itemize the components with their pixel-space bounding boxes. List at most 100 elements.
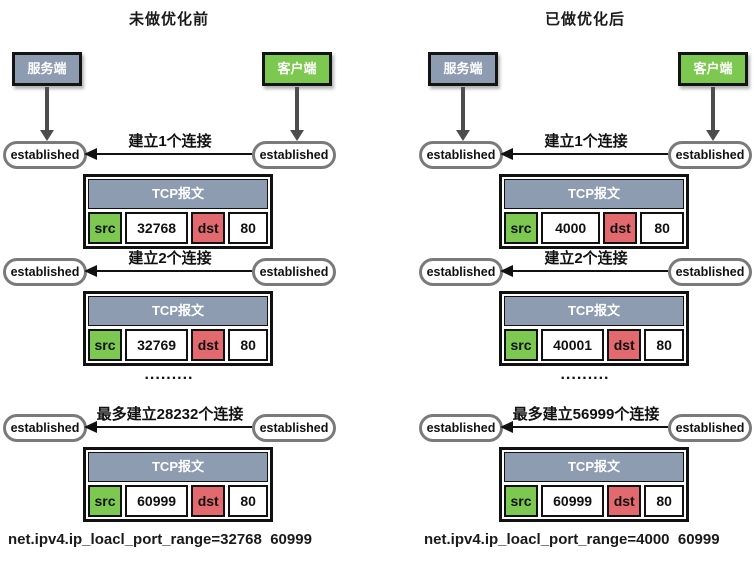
dst-port-cell: 80 [640,212,685,244]
tcp-table-row: src 60999 dst 80 [504,485,685,517]
tcp-packet-table: TCP报文 src 32769 dst 80 [83,291,273,366]
connection-row: 建立1个连接 established established TCP报文 src… [416,130,754,249]
connection-label: 建立2个连接 [128,250,212,267]
ellipsis-dots: ......... [560,366,610,383]
dst-label-cell: dst [191,329,226,361]
connection-row: 最多建立28232个连接 established established TCP… [0,403,338,522]
connection-row: 建立2个连接 established established TCP报文 src… [416,247,754,366]
src-port-cell: 40001 [541,329,605,361]
tcp-table-header: TCP报文 [88,296,268,326]
tcp-table-header: TCP报文 [88,179,268,209]
client-box: 客户端 [262,52,332,86]
tcp-table-row: src 40001 dst 80 [504,329,685,361]
established-oval: established [668,414,752,442]
client-box: 客户端 [678,52,748,86]
established-oval: established [252,141,336,169]
src-port-cell: 60999 [125,485,189,517]
client-label: 客户端 [277,61,317,76]
arrow-head-icon [290,130,304,141]
src-label-cell: src [504,485,538,517]
connection-arrow [94,270,252,272]
panel-before-optimization: 未做优化前 服务端 客户端 建立1个连接 established establi… [0,0,338,561]
sysctl-command-text: net.ipv4.ip_loacl_port_range=32768 60999 [8,531,312,548]
arrow-head-icon [84,265,97,277]
dst-port-cell: 80 [228,485,269,517]
dst-port-cell: 80 [228,212,269,244]
tcp-table-row: src 4000 dst 80 [504,212,685,244]
sysctl-command-text: net.ipv4.ip_loacl_port_range=4000 60999 [424,531,720,548]
arrow-head-icon [84,421,97,433]
arrow-head-icon [40,130,54,141]
server-box: 服务端 [428,52,498,86]
src-port-cell: 60999 [541,485,605,517]
established-oval: established [252,258,336,286]
connection-label: 建立1个连接 [128,133,212,150]
established-oval: established [668,141,752,169]
arrow-stem [45,87,49,130]
dst-label-cell: dst [607,485,642,517]
arrow-stem [711,87,715,130]
server-down-arrow [456,87,470,141]
tcp-table-row: src 32769 dst 80 [88,329,269,361]
arrow-head-icon [456,130,470,141]
established-oval: established [419,141,503,169]
server-down-arrow [40,87,54,141]
ellipsis-dots: ......... [144,366,194,383]
connection-arrow [94,153,252,155]
server-label: 服务端 [27,61,67,76]
tcp-table-header: TCP报文 [88,452,268,482]
server-box: 服务端 [12,52,82,86]
arrow-stem [295,87,299,130]
tcp-table-header: TCP报文 [504,296,684,326]
connection-row: 最多建立56999个连接 established established TCP… [416,403,754,522]
arrow-stem [461,87,465,130]
established-oval: established [419,414,503,442]
panel-after-optimization: 已做优化后 服务端 客户端 建立1个连接 established establi… [416,0,754,561]
server-label: 服务端 [443,61,483,76]
tcp-table-header: TCP报文 [504,179,684,209]
dst-label-cell: dst [607,329,642,361]
src-port-cell: 4000 [541,212,601,244]
arrow-head-icon [84,148,97,160]
src-port-cell: 32768 [125,212,189,244]
dst-port-cell: 80 [644,485,685,517]
established-oval: established [3,141,87,169]
connection-arrow [510,426,668,428]
established-oval: established [252,414,336,442]
tcp-table-row: src 32768 dst 80 [88,212,269,244]
panel-title: 未做优化前 [128,11,209,28]
connection-arrow [510,153,668,155]
panel-title: 已做优化后 [544,11,625,28]
dst-label-cell: dst [191,485,226,517]
tcp-table-row: src 60999 dst 80 [88,485,269,517]
connection-row: 建立1个连接 established established TCP报文 src… [0,130,338,249]
src-label-cell: src [504,212,538,244]
dst-label-cell: dst [191,212,226,244]
tcp-packet-table: TCP报文 src 60999 dst 80 [499,447,689,522]
tcp-packet-table: TCP报文 src 4000 dst 80 [499,174,689,249]
dst-port-cell: 80 [644,329,685,361]
arrow-head-icon [500,421,513,433]
arrow-head-icon [500,148,513,160]
tcp-table-header: TCP报文 [504,452,684,482]
connection-row: 建立2个连接 established established TCP报文 src… [0,247,338,366]
established-oval: established [668,258,752,286]
client-down-arrow [706,87,720,141]
tcp-packet-table: TCP报文 src 40001 dst 80 [499,291,689,366]
src-label-cell: src [88,212,122,244]
established-oval: established [3,258,87,286]
tcp-packet-table: TCP报文 src 60999 dst 80 [83,447,273,522]
connection-label: 最多建立28232个连接 [96,406,244,423]
connection-arrow [94,426,252,428]
established-oval: established [419,258,503,286]
connection-arrow [510,270,668,272]
connection-label: 建立2个连接 [544,250,628,267]
src-port-cell: 32769 [125,329,189,361]
arrow-head-icon [500,265,513,277]
tcp-packet-table: TCP报文 src 32768 dst 80 [83,174,273,249]
dst-label-cell: dst [603,212,638,244]
src-label-cell: src [88,329,122,361]
client-down-arrow [290,87,304,141]
src-label-cell: src [88,485,122,517]
arrow-head-icon [706,130,720,141]
